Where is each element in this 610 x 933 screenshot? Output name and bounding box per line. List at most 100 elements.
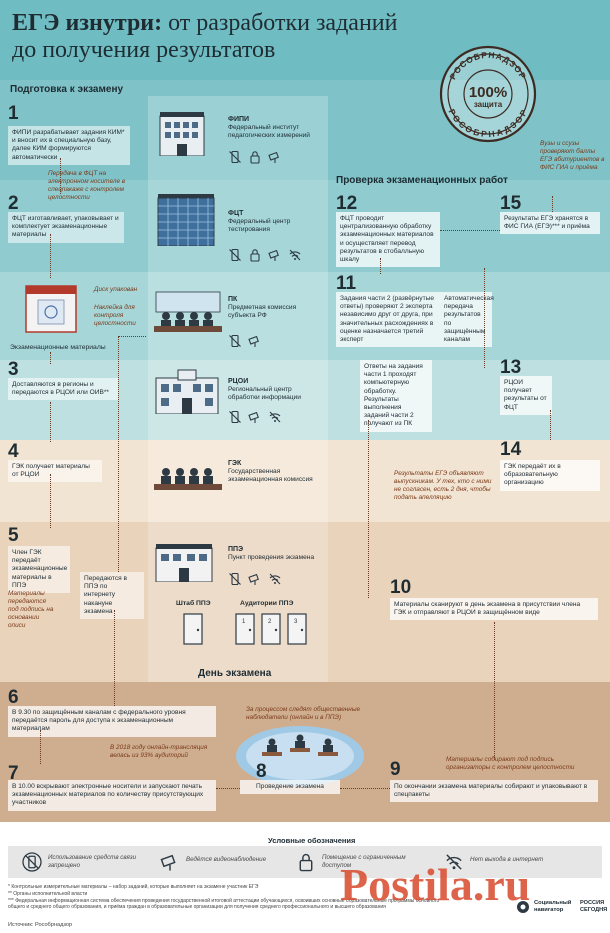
svg-text:1: 1 <box>242 619 246 625</box>
flow-2-pkg <box>50 234 51 278</box>
lock-icon <box>299 853 313 872</box>
ppe-full: Пункт проведения экзамена <box>228 554 315 561</box>
legend-lock: Помещение с ограниченным доступом <box>322 854 406 869</box>
fct-full: Федеральный центр тестирования <box>228 218 291 233</box>
fct-label: ФЦТ Федеральный центр тестирования <box>228 210 324 234</box>
no-wifi-icon <box>446 854 462 870</box>
flow-8-9 <box>340 788 390 789</box>
ppe-building <box>152 540 216 583</box>
flow-6-7 <box>40 730 41 764</box>
step-13-text: РЦОИ получает результаты от ФЦТ <box>500 376 552 415</box>
step-9-text: По окончании экзамена материалы собирают… <box>390 780 598 803</box>
fct-building <box>154 190 218 247</box>
flow-15-unis <box>552 196 553 212</box>
flow-12-15 <box>440 230 500 231</box>
fct-icons <box>228 248 302 262</box>
flow-5b-h <box>118 336 146 337</box>
band-prep-3 <box>0 272 610 360</box>
step-11c-text: Автоматическая передача результатов по з… <box>440 292 494 348</box>
step-14-text: ГЭК передаёт их в образовательную органи… <box>500 460 600 491</box>
brand-line2: РОССИЯ СЕГОДНЯ <box>580 900 608 913</box>
fct-abbr: ФЦТ <box>228 210 244 217</box>
materials-label: Экзаменационные материалы <box>10 344 106 351</box>
step-2-number: 2 <box>8 193 19 214</box>
rcoi-icons <box>228 410 282 424</box>
step-11-text: Задания части 2 (развёрнутые ответы) про… <box>336 292 440 348</box>
step-3-text: Доставляются в регионы и передаются в РЦ… <box>8 378 118 401</box>
step-7-number: 7 <box>8 763 19 784</box>
pk-label: ПК Предметная комиссия субъекта РФ <box>228 296 324 320</box>
rcoi-full: Региональный центр обработки информации <box>228 386 301 401</box>
note-signature: Материалы передаются под подпись на осно… <box>8 590 54 629</box>
package-illustration <box>24 280 78 334</box>
footnote-1: * Контрольные измерительные материалы – … <box>8 884 259 890</box>
lock-icon <box>250 249 260 262</box>
step-5-text: Член ГЭК передаёт экзаменационные матери… <box>8 546 70 594</box>
flow-10-11 <box>368 420 369 598</box>
no-phone-icon <box>229 334 241 348</box>
no-phone-icon <box>229 150 241 164</box>
pk-commission-illustration <box>152 288 224 336</box>
step-1-text: ФИПИ разрабатывает задания КИМ* и вносит… <box>8 126 130 165</box>
step-3-number: 3 <box>8 359 19 380</box>
ppe-rooms-label: Аудитории ППЭ <box>240 600 294 607</box>
step-11b-text: Ответы на задания части 1 проходят компь… <box>360 360 432 432</box>
flow-7-8 <box>216 788 240 789</box>
step-12-text: ФЦТ проводит централизованную обработку … <box>336 212 440 268</box>
step-7-text: В 10.00 вскрывают электронные носители и… <box>8 780 216 811</box>
gek-commission-illustration <box>152 452 224 498</box>
step-4-text: ГЭК получает материалы от РЦОИ <box>8 460 102 483</box>
flow-11-12 <box>380 258 381 274</box>
step-6-number: 6 <box>8 687 19 708</box>
note-online: В 2018 году онлайн-трансляция велась из … <box>110 744 208 759</box>
fipi-building <box>154 108 210 157</box>
step-8-text: Проведение экзамена <box>240 780 340 795</box>
flow-5-6 <box>114 610 115 706</box>
source: Источник: Рособрнадзор <box>8 922 73 928</box>
watermark: Postila.ru <box>340 859 531 910</box>
gek-full: Государственная экзаменационная комиссия <box>228 468 313 483</box>
ppe-abbr: ППЭ <box>228 546 244 553</box>
stamp-center-small: защита <box>474 100 503 109</box>
step-15-number: 15 <box>500 193 522 214</box>
fipi-abbr: ФИПИ <box>228 116 250 123</box>
section-prep: Подготовка к экзамену <box>10 84 124 95</box>
fipi-full: Федеральный институт педагогических изме… <box>228 124 310 139</box>
step-13-number: 13 <box>500 357 522 378</box>
ppe-hq-label: Штаб ППЭ <box>176 600 211 607</box>
legend-camera: Ведётся видеонаблюдение <box>186 856 267 863</box>
ppe-label: ППЭ Пункт проведения экзамена <box>228 546 324 562</box>
title-bold: ЕГЭ изнутри: <box>12 10 163 36</box>
step-11-number: 11 <box>336 273 357 294</box>
step-6-text: В 9.30 по защищённым каналам с федеральн… <box>8 706 216 737</box>
camera-icon <box>160 854 176 871</box>
step-15-text: Результаты ЕГЭ хранятся в ФИС ГИА (ЕГЭ)*… <box>500 212 600 235</box>
step-5b-text: Передаются в ППЭ по интернету накануне э… <box>80 572 144 620</box>
step-2-text: ФЦТ изготавливает, упаковывает и комплек… <box>8 212 124 243</box>
step-12-number: 12 <box>336 193 358 214</box>
note-universities: Вузы и ссузы проверяют баллы ЕГЭ абитури… <box>540 140 605 171</box>
fipi-icons <box>228 150 282 164</box>
brand-line1: Социальный навигатор <box>534 900 572 913</box>
gek-label: ГЭК Государственная экзаменационная коми… <box>228 460 324 484</box>
fipi-label: ФИПИ Федеральный институт педагогических… <box>228 116 324 140</box>
legend-title: Условные обозначения <box>268 836 356 845</box>
pk-icons <box>228 334 262 348</box>
no-wifi-icon <box>289 249 301 261</box>
step-9-number: 9 <box>390 759 401 780</box>
no-wifi-icon <box>269 573 281 585</box>
legend-bar <box>8 846 602 878</box>
exam-room-illustration <box>232 716 368 790</box>
section-exam-day: День экзамена <box>198 668 272 679</box>
flow-3-4 <box>50 402 51 442</box>
pk-abbr: ПК <box>228 296 238 303</box>
step-8-number: 8 <box>256 761 267 782</box>
camera-icon <box>248 573 259 585</box>
step-4-number: 4 <box>8 441 19 462</box>
camera-icon <box>268 151 279 163</box>
flow-4-5 <box>50 474 51 528</box>
note-sticker: Наклейка для контроля целостности <box>94 304 136 327</box>
camera-icon <box>268 249 279 261</box>
flow-pkg-3 <box>50 352 51 364</box>
